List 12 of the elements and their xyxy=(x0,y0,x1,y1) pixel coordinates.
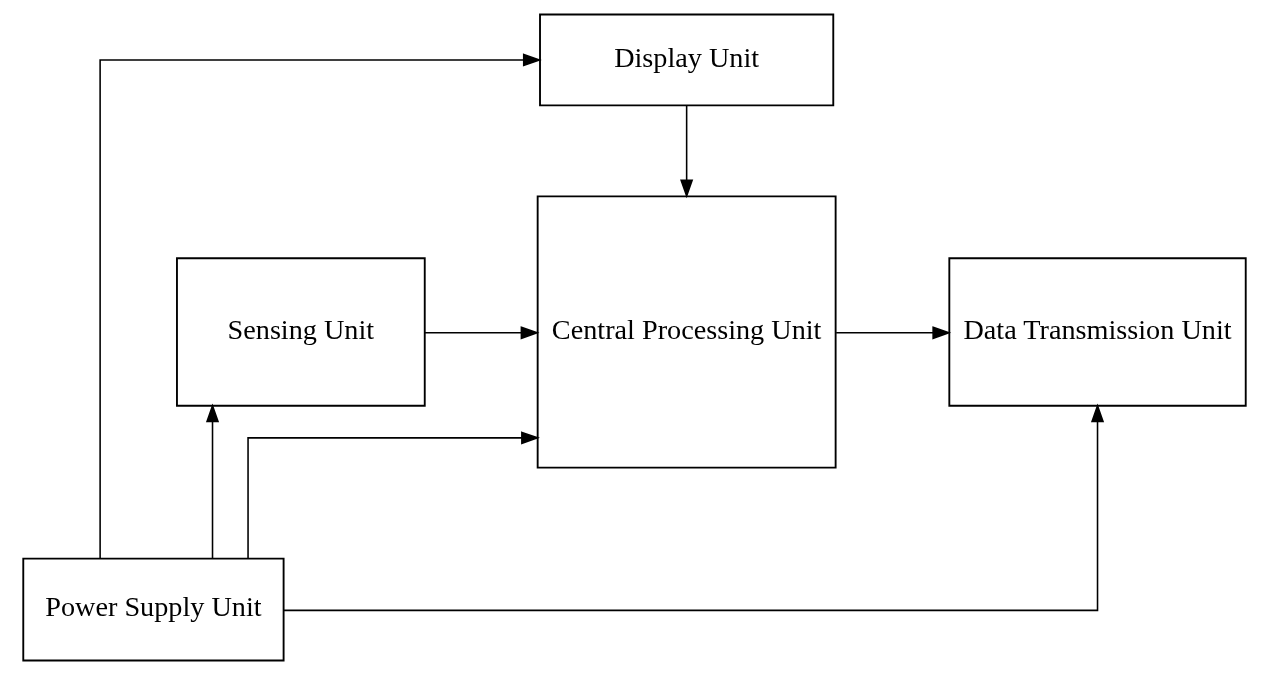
arrow xyxy=(205,403,219,559)
node-box: Central Processing Unit xyxy=(536,195,837,469)
node-box: Power Supply Unit xyxy=(21,557,285,662)
arrow xyxy=(282,403,1104,612)
arrow xyxy=(98,53,542,560)
arrow xyxy=(246,431,540,560)
arrow xyxy=(423,326,539,340)
arrow xyxy=(834,326,951,340)
node-box: Display Unit xyxy=(538,13,834,107)
node-box: Sensing Unit xyxy=(175,257,426,407)
arrow xyxy=(679,104,693,199)
node-box: Data Transmission Unit xyxy=(947,257,1247,407)
